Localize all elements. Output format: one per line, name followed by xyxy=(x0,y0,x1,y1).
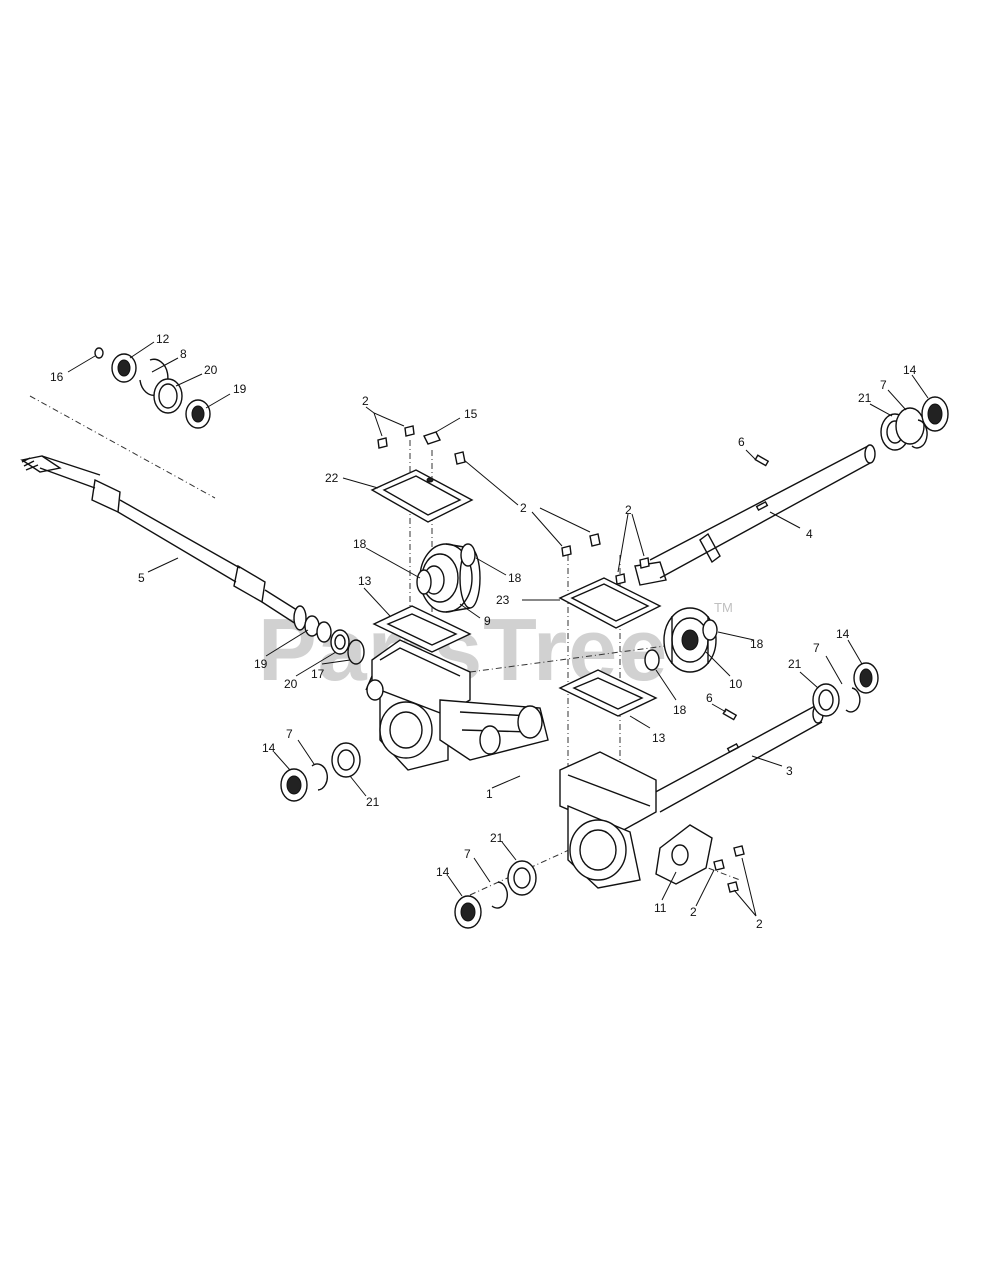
key-part-6-upper xyxy=(754,454,770,467)
callout-4: 4 xyxy=(806,527,813,541)
washer-part-18-c xyxy=(702,619,718,641)
leader-lines xyxy=(67,341,929,917)
callout-16: 16 xyxy=(50,370,64,384)
snap-ring-part-7-bottom xyxy=(491,881,508,909)
callout-18: 18 xyxy=(673,703,687,717)
cover-plate-part-13-right xyxy=(558,669,658,717)
callout-10: 10 xyxy=(729,677,743,691)
callout-2: 2 xyxy=(362,394,369,408)
callout-13: 13 xyxy=(652,731,666,745)
cover-plate-part-13-left xyxy=(372,605,472,653)
callout-12: 12 xyxy=(156,332,170,346)
callout-2: 2 xyxy=(756,917,763,931)
callout-11: 11 xyxy=(654,901,667,915)
callout-20: 20 xyxy=(204,363,218,377)
seal-part-14-left xyxy=(280,768,308,802)
callout-18: 18 xyxy=(508,571,522,585)
seal-part-12 xyxy=(111,353,137,383)
bearing-part-21-upper-right xyxy=(880,407,925,451)
bearing-part-21-mid-right xyxy=(812,683,840,717)
plug-part-15 xyxy=(423,431,441,445)
housing-part-1 xyxy=(365,639,657,889)
callout-18: 18 xyxy=(353,537,367,551)
callout-6: 6 xyxy=(706,691,713,705)
callout-21: 21 xyxy=(490,831,504,845)
callout-7: 7 xyxy=(286,727,293,741)
washer-part-18-d xyxy=(644,649,660,671)
bearing-part-21-bottom xyxy=(507,860,537,896)
callout-7: 7 xyxy=(464,847,471,861)
bearing-part-20-lower xyxy=(330,629,350,655)
gear-part-10 xyxy=(663,607,717,673)
callout-8: 8 xyxy=(180,347,187,361)
callout-labels: 16 12 8 20 19 2 15 22 2 2 6 4 21 7 14 18… xyxy=(50,332,917,931)
shaft-part-5 xyxy=(20,455,307,631)
callout-15: 15 xyxy=(464,407,478,421)
snap-ring-part-7-mid-right xyxy=(845,687,861,713)
bearing-part-19-upper xyxy=(185,399,211,429)
callout-22: 22 xyxy=(325,471,339,485)
oring-part-16 xyxy=(94,347,104,359)
screw-part-2-top xyxy=(377,425,650,585)
centerline-middle xyxy=(469,639,711,673)
callout-17: 17 xyxy=(311,667,325,681)
callout-19: 19 xyxy=(233,382,247,396)
callout-1: 1 xyxy=(486,787,493,801)
key-part-6-lower xyxy=(722,708,738,721)
washer-part-18-b xyxy=(416,569,432,595)
bearing-part-20-upper xyxy=(153,378,183,414)
bearing-part-21-left xyxy=(331,742,361,778)
snap-ring-part-7-upper-right xyxy=(911,419,928,449)
callout-18: 18 xyxy=(750,637,764,651)
gasket-part-22 xyxy=(370,469,474,523)
callout-3: 3 xyxy=(786,764,793,778)
callout-14: 14 xyxy=(262,741,276,755)
callout-14: 14 xyxy=(436,865,450,879)
callout-6: 6 xyxy=(738,435,745,449)
shaft-part-4 xyxy=(634,444,876,586)
watermark-trademark: TM xyxy=(714,600,733,615)
bearing-part-19-lower xyxy=(304,615,332,643)
callout-21: 21 xyxy=(788,657,802,671)
callout-9: 9 xyxy=(484,614,491,628)
callout-5: 5 xyxy=(138,571,145,585)
callout-20: 20 xyxy=(284,677,298,691)
callout-21: 21 xyxy=(858,391,872,405)
callout-7: 7 xyxy=(880,378,887,392)
centerline-upper-left xyxy=(29,395,216,499)
callout-2: 2 xyxy=(625,503,632,517)
callout-23: 23 xyxy=(496,593,510,607)
screw-part-2-side xyxy=(713,845,745,893)
seal-part-14-upper-right xyxy=(921,396,949,432)
callout-14: 14 xyxy=(903,363,917,377)
washer-part-18-a xyxy=(460,543,476,567)
centerline-lower-bearing xyxy=(469,844,581,896)
seal-part-14-mid-right xyxy=(853,662,879,694)
side-cover-part-11 xyxy=(655,824,713,885)
ring-part-17 xyxy=(347,639,365,665)
callout-14: 14 xyxy=(836,627,850,641)
callout-2: 2 xyxy=(690,905,697,919)
snap-ring-part-7-left xyxy=(311,763,328,791)
shaft-part-3 xyxy=(649,704,824,813)
callout-2: 2 xyxy=(520,501,527,515)
gasket-part-23 xyxy=(558,577,662,629)
callout-21: 21 xyxy=(366,795,380,809)
seal-part-14-bottom xyxy=(454,895,482,929)
callout-13: 13 xyxy=(358,574,372,588)
callout-7: 7 xyxy=(813,641,820,655)
callout-19: 19 xyxy=(254,657,268,671)
